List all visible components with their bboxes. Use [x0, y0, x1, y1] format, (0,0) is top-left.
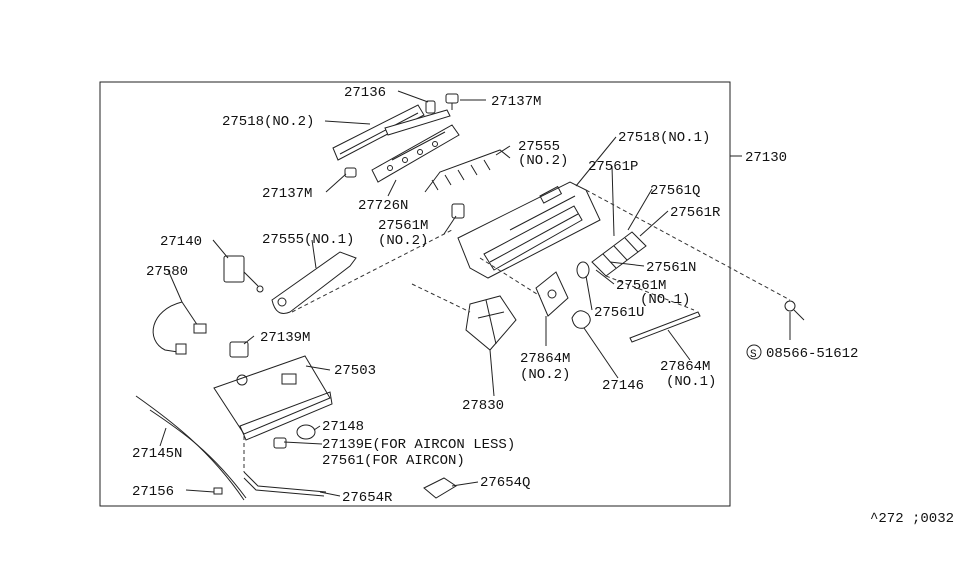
part-27518-no2 — [332, 104, 425, 161]
label-27654r: 27654R — [342, 490, 393, 506]
part-27654q — [423, 477, 457, 499]
leader-lines — [159, 90, 791, 497]
label-27561m-no2-b: (NO.2) — [378, 233, 428, 249]
label-27561m-no1-b: (NO.1) — [640, 292, 690, 308]
part-27864m-no1 — [629, 311, 701, 343]
label-27146: 27146 — [602, 378, 644, 394]
label-27561m-no1-a: 27561M — [616, 278, 666, 294]
label-27864m-no1-b: (NO.1) — [666, 374, 716, 390]
label-27156: 27156 — [132, 484, 174, 500]
part-27580-harness — [152, 301, 207, 355]
diagram-code: ^272 ;0032 — [870, 511, 954, 527]
label-27130: 27130 — [745, 150, 787, 166]
label-27561p: 27561P — [588, 159, 638, 175]
label-08566-51612: 08566-51612 — [766, 346, 858, 362]
part-27518-no1-panel — [457, 181, 601, 279]
label-27864m-no2-b: (NO.2) — [520, 367, 570, 383]
part-27136 — [425, 100, 436, 114]
part-27137m-top — [445, 93, 459, 110]
label-27518-no1: 27518(NO.1) — [618, 130, 710, 146]
label-27561r: 27561R — [670, 205, 721, 221]
part-27555-no1-lever — [271, 251, 357, 314]
part-27146 — [571, 310, 591, 329]
part-27148 — [296, 424, 316, 440]
label-27561n: 27561N — [646, 260, 696, 276]
part-27156 — [213, 487, 223, 495]
label-27145n: 27145N — [132, 446, 182, 462]
part-27830 — [465, 295, 517, 351]
label-27555-no2-a: 27555 — [518, 139, 560, 155]
part-27726n — [371, 109, 460, 183]
label-27137m-left: 27137M — [262, 186, 312, 202]
part-27561-knobs — [576, 231, 647, 279]
label-27140: 27140 — [160, 234, 202, 250]
label-27555-no2-b: (NO.2) — [518, 153, 568, 169]
label-27864m-no2-a: 27864M — [520, 351, 570, 367]
part-27139m — [229, 341, 249, 358]
label-27654q: 27654Q — [480, 475, 530, 491]
s-symbol-icon: S — [746, 344, 762, 361]
label-27726n: 27726N — [358, 198, 408, 214]
label-27136: 27136 — [344, 85, 386, 101]
label-27139m: 27139M — [260, 330, 310, 346]
assembly-frame — [99, 81, 731, 507]
part-27137m-left — [344, 167, 357, 178]
part-27140 — [223, 255, 264, 293]
part-27654r-rod — [243, 471, 327, 497]
part-27561m-no2 — [451, 203, 465, 219]
label-27139e: 27139E(FOR AIRCON LESS) — [322, 437, 515, 453]
label-27561q: 27561Q — [650, 183, 700, 199]
part-27503-unit — [213, 355, 333, 441]
label-27518-no2: 27518(NO.2) — [222, 114, 314, 130]
assembly-dashed-lines — [243, 189, 791, 472]
label-27830: 27830 — [462, 398, 504, 414]
label-27580: 27580 — [146, 264, 188, 280]
part-27145n-cable — [135, 395, 247, 501]
part-08566-51612-screw — [784, 300, 805, 321]
label-27148: 27148 — [322, 419, 364, 435]
part-27139e-27561 — [273, 437, 287, 449]
label-27137m-top: 27137M — [491, 94, 541, 110]
label-27503: 27503 — [334, 363, 376, 379]
label-27864m-no1-a: 27864M — [660, 359, 710, 375]
label-27555-no1: 27555(NO.1) — [262, 232, 354, 248]
label-27561: 27561(FOR AIRCON) — [322, 453, 465, 469]
part-27555-no2 — [424, 149, 511, 193]
part-27864m-no2 — [535, 271, 569, 317]
label-27561u: 27561U — [594, 305, 644, 321]
svg-text:S: S — [750, 349, 757, 361]
label-27561m-no2-a: 27561M — [378, 218, 428, 234]
